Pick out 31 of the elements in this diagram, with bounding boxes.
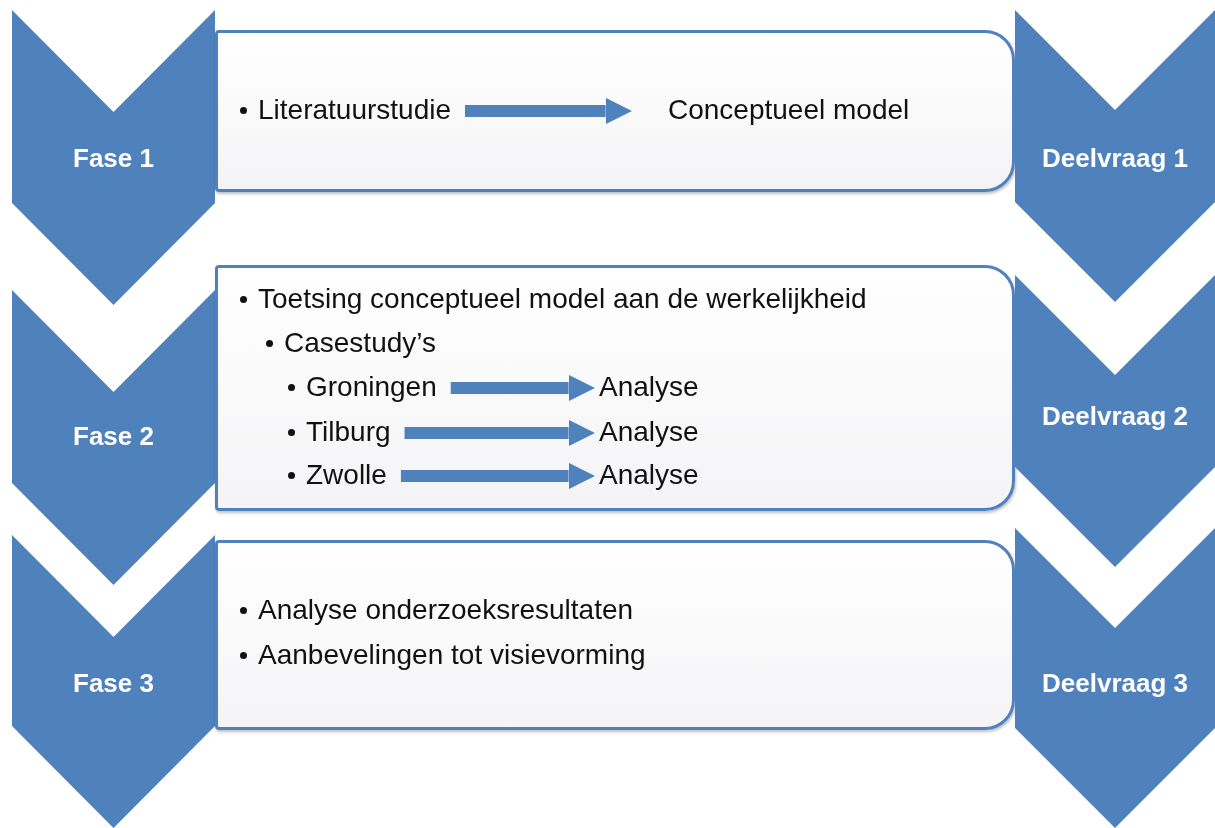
chevron-shape (12, 535, 215, 828)
phase-label: Fase 2 (72, 421, 155, 451)
bullet-text: Casestudy’s (264, 328, 436, 358)
block-arrow (465, 97, 632, 125)
chevron-shape (12, 10, 215, 305)
block-arrow (450, 374, 595, 402)
phase-label: Deelvraag 2 (1041, 401, 1189, 431)
block-arrow (404, 419, 595, 447)
result-text: Analyse (599, 417, 699, 447)
bullet-text: Toetsing conceptueel model aan de werkelijkheid (238, 284, 867, 314)
bullet-text: Literatuurstudie (238, 95, 451, 125)
block-arrow (400, 462, 595, 490)
bullet-text: Groningen (286, 372, 437, 402)
result-text: Conceptueel model (668, 95, 910, 125)
content-panel (215, 265, 1015, 511)
bullet-text: Tilburg (286, 417, 391, 447)
result-text: Analyse (599, 460, 699, 490)
phase-label: Deelvraag 3 (1041, 668, 1189, 698)
result-text: Analyse (599, 372, 699, 402)
chevron-shape (12, 290, 215, 585)
content-panel (215, 30, 1015, 192)
phase-label: Fase 3 (72, 668, 155, 698)
bullet-text: Aanbevelingen tot visievorming (238, 640, 646, 670)
phase-label: Deelvraag 1 (1041, 143, 1189, 173)
chevron-shape (1015, 10, 1215, 302)
chevron-shape (1015, 275, 1215, 567)
bullet-text: Analyse onderzoeksresultaten (238, 595, 634, 625)
content-panel (215, 540, 1015, 730)
phase-label: Fase 1 (72, 143, 155, 173)
bullet-text: Zwolle (286, 460, 387, 490)
chevron-shape (1015, 528, 1215, 828)
